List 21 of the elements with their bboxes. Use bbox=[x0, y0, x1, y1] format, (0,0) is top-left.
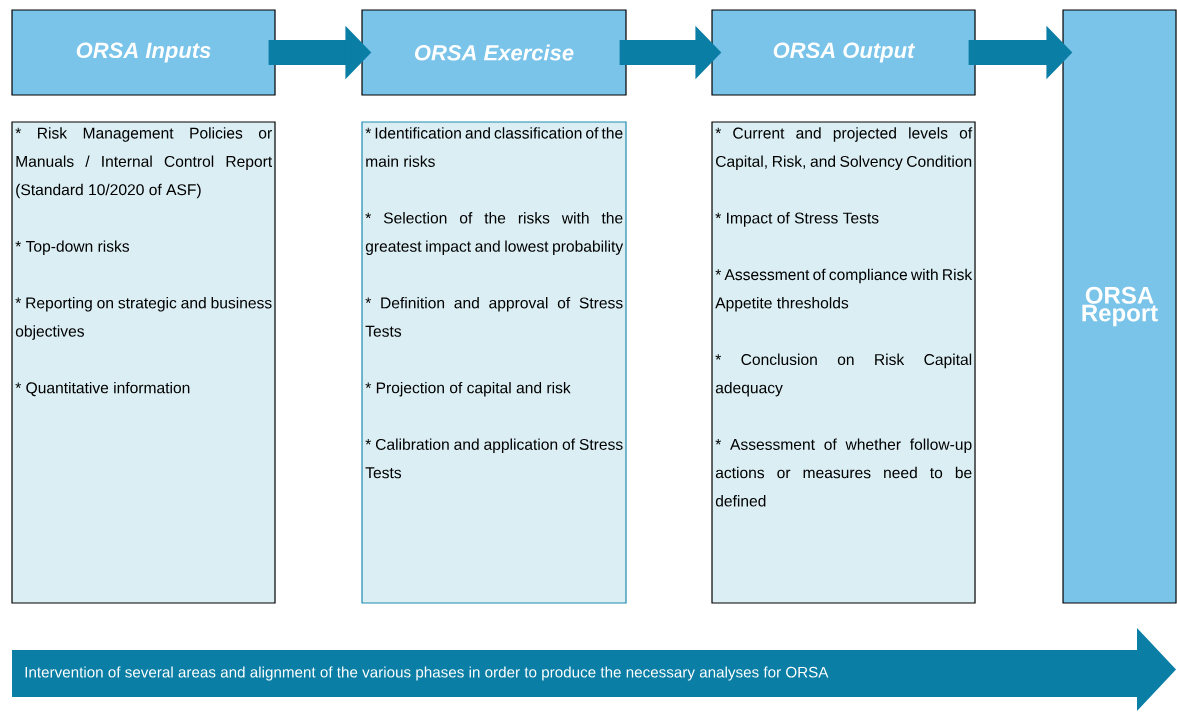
list-item: * Assessment of compliance with Risk Appetite thresholds bbox=[715, 268, 973, 312]
list-item: * Quantitative information bbox=[15, 381, 190, 397]
report-box: ORSA Report bbox=[1062, 9, 1177, 604]
list-box bbox=[11, 121, 276, 604]
phase-box: ORSA Inputs bbox=[11, 9, 276, 96]
list-item: * Reporting on strategic and business objectives bbox=[15, 297, 272, 340]
list-item: * Selection of the risks with the greatest impact and lowest probability bbox=[365, 212, 624, 255]
list-item: * Risk Management Policies or Manuals / Internal Control Report (Standard 10/2020 of ASF) bbox=[15, 127, 273, 199]
list-item: * Assessment of whether follow-up actions or measures need to be defined bbox=[715, 438, 972, 507]
list-item: * Current and projected levels of Capital, Risk, and Solvency Condition bbox=[715, 127, 973, 171]
list-item: * Impact of Stress Tests bbox=[715, 212, 879, 227]
list-box bbox=[711, 121, 976, 604]
list-item: * Conclusion on Risk Capital adequacy bbox=[715, 353, 972, 397]
list-item: * Identification and classification of the main risks bbox=[365, 127, 623, 167]
phase-box: ORSA Output bbox=[711, 9, 976, 96]
phase-box: ORSA Exercise bbox=[361, 9, 627, 96]
list-item: * Calibration and application of Stress Tests bbox=[365, 438, 623, 479]
list-box bbox=[361, 121, 627, 604]
list-item: * Projection of capital and risk bbox=[365, 381, 571, 397]
list-item: * Definition and approval of Stress Tests bbox=[365, 297, 623, 337]
list-item: * Top-down risks bbox=[15, 240, 130, 255]
